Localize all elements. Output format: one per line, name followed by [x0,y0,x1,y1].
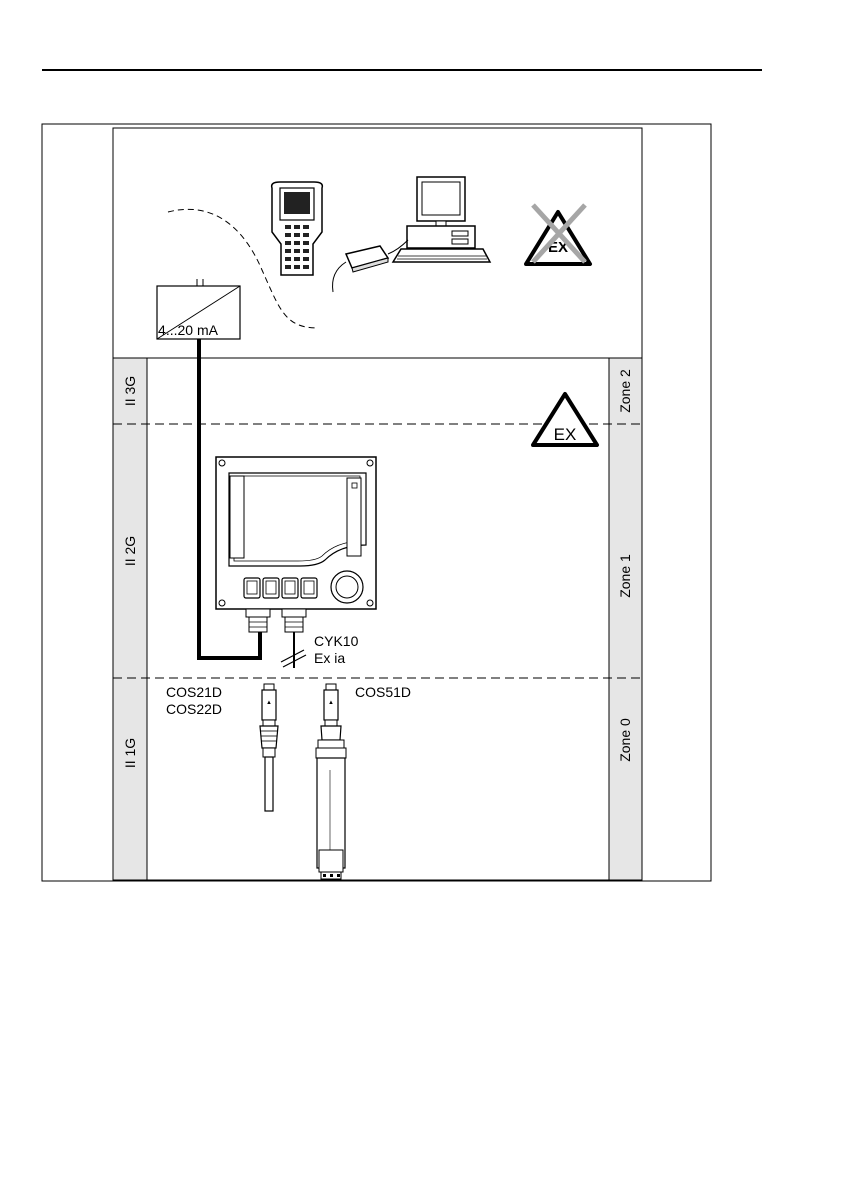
zone-label-zone-0: Zone 0 [617,718,633,762]
sensor-label-cos51d: COS51D [355,684,411,700]
ex-warning-crossed-icon: EX [526,205,590,264]
sensor-icon: ▲ [316,684,346,879]
zone-label-zone-2: Zone 2 [617,369,633,413]
modem-icon [333,240,408,292]
ex-warning-text: EX [554,425,577,444]
sensor-label-cos21d: COS21D [166,684,222,700]
sensor-label-cos22d: COS22D [166,701,222,717]
zone-label-ii-1g: II 1G [122,738,138,768]
handheld-terminal-icon [272,182,323,275]
zone-band-left [113,358,147,880]
zone-band-right [609,358,642,880]
svg-text:▲: ▲ [266,700,272,706]
transmitter-icon [216,457,376,632]
cable-label-cyk10: CYK10 [314,633,359,649]
pc-icon [393,177,490,262]
output-label: 4...20 mA [158,322,219,338]
sensor-icon: ▲ [260,684,278,811]
cable-label-ex-ia: Ex ia [314,650,345,666]
ex-warning-icon: EX [533,394,597,445]
zone-label-zone-1: Zone 1 [617,554,633,598]
zone-label-ii-3g: II 3G [122,376,138,406]
svg-text:▲: ▲ [328,700,334,706]
current-output-module: 4...20 mA [157,279,240,339]
zone-label-ii-2g: II 2G [122,536,138,566]
